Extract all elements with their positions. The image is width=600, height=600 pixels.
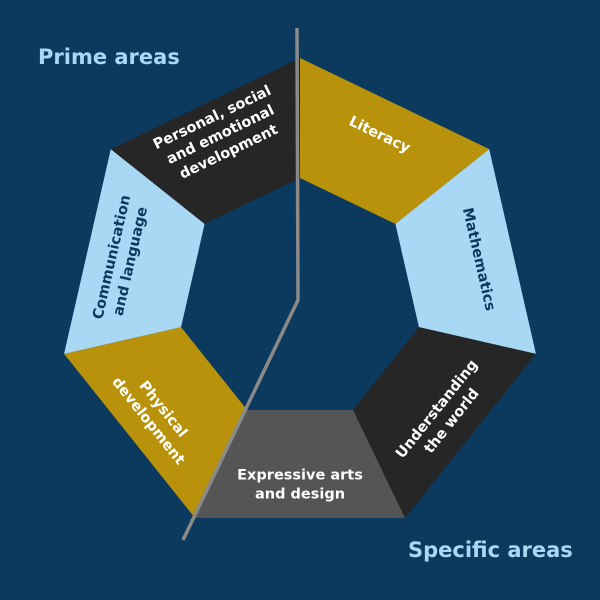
segment-label-line: and design — [255, 487, 345, 503]
segment-literacy — [300, 58, 490, 224]
specific-areas-heading: Specific areas — [408, 538, 573, 562]
segment-label-line: Expressive arts — [237, 468, 363, 484]
prime-areas-heading: Prime areas — [38, 45, 180, 69]
segment-expressive-arts-and-design — [195, 409, 405, 519]
segment-understanding-the-world — [352, 327, 536, 519]
areas-divider-line — [181, 27, 300, 541]
segment-personal-social-and-emotional-development — [110, 58, 300, 224]
segment-label-expressive-arts-and-design: Expressive arts and design — [237, 468, 363, 503]
segment-physical-development — [64, 327, 248, 519]
segment-communication-and-language — [64, 149, 205, 354]
segment-mathematics — [395, 149, 536, 354]
